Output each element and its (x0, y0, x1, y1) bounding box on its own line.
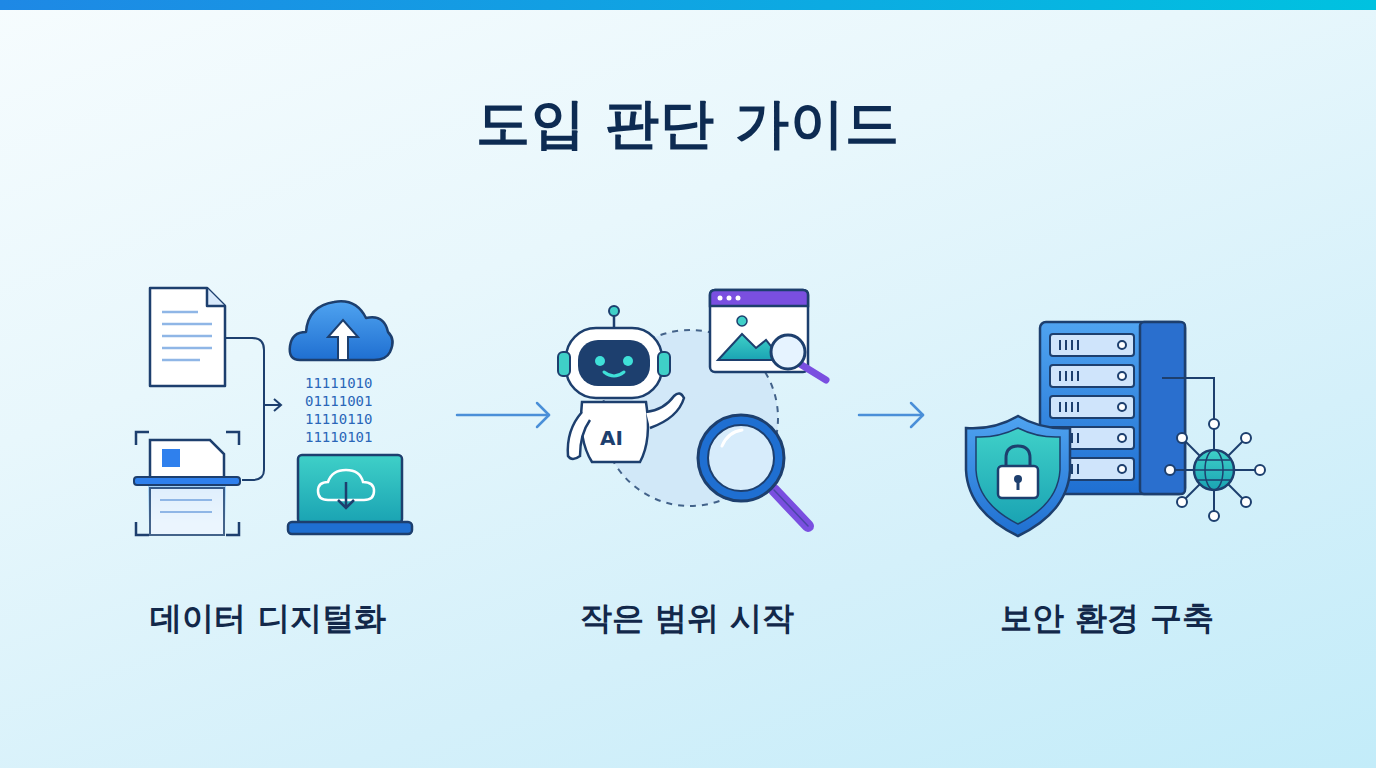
binary-text: 11110110 (305, 412, 372, 426)
stage-label: 보안 환경 구축 (1000, 597, 1214, 641)
flow-arrow (859, 403, 923, 427)
flow-arrow (457, 403, 549, 427)
stage-group: 보안 환경 구축 (926, 285, 1272, 645)
stage-label: 작은 범위 시작 (580, 597, 794, 641)
stage-group: 데이터 디지털화 (128, 285, 454, 645)
diagram-title: 도입 판단 가이드 (0, 88, 1376, 161)
binary-text: 11110101 (305, 430, 372, 444)
binary-text: 01111001 (305, 394, 372, 408)
robot-badge: AI (600, 426, 623, 450)
top-bar (0, 0, 1376, 10)
stage-label: 데이터 디지털화 (150, 597, 385, 641)
stage-group: 작은 범위 시작 (552, 285, 856, 645)
binary-text: 11111010 (305, 376, 372, 390)
